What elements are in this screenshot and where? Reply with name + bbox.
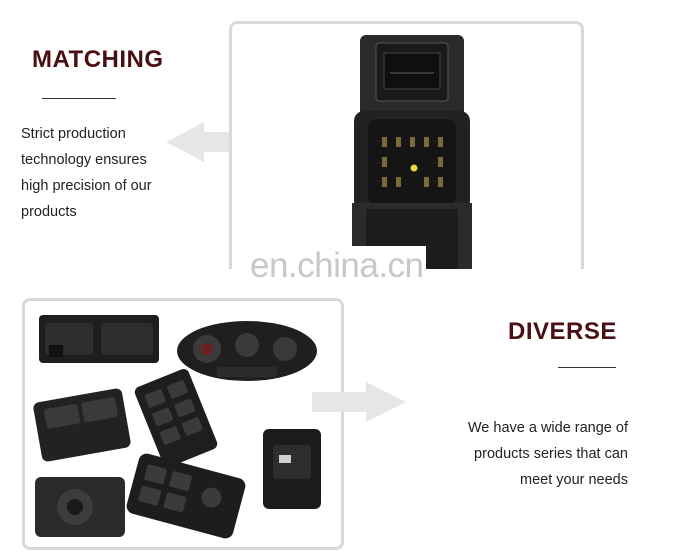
matching-divider	[42, 98, 116, 99]
diverse-description: We have a wide range of products series …	[468, 415, 628, 493]
switch-connector-image	[352, 35, 472, 269]
diverse-heading: DIVERSE	[508, 318, 617, 345]
watermark: en.china.cn	[248, 246, 426, 286]
matching-description: Strict production technology ensures hig…	[21, 121, 152, 225]
arrow-right-icon	[312, 382, 406, 422]
diverse-divider	[558, 367, 616, 368]
matching-line-4: products	[21, 204, 77, 220]
diverse-line-1: We have a wide range of	[467, 420, 628, 436]
diverse-line-2: products series that can	[474, 446, 628, 462]
diverse-line-3: meet your needs	[519, 472, 628, 488]
matching-heading: MATCHING	[32, 46, 164, 73]
matching-line-2: technology ensures	[21, 152, 147, 168]
product-frame-top	[229, 21, 584, 269]
matching-line-1: Strict production	[21, 126, 126, 142]
product-frame-bottom	[22, 298, 344, 550]
matching-line-3: high precision of our	[21, 178, 152, 194]
product-collage-image	[33, 315, 321, 539]
